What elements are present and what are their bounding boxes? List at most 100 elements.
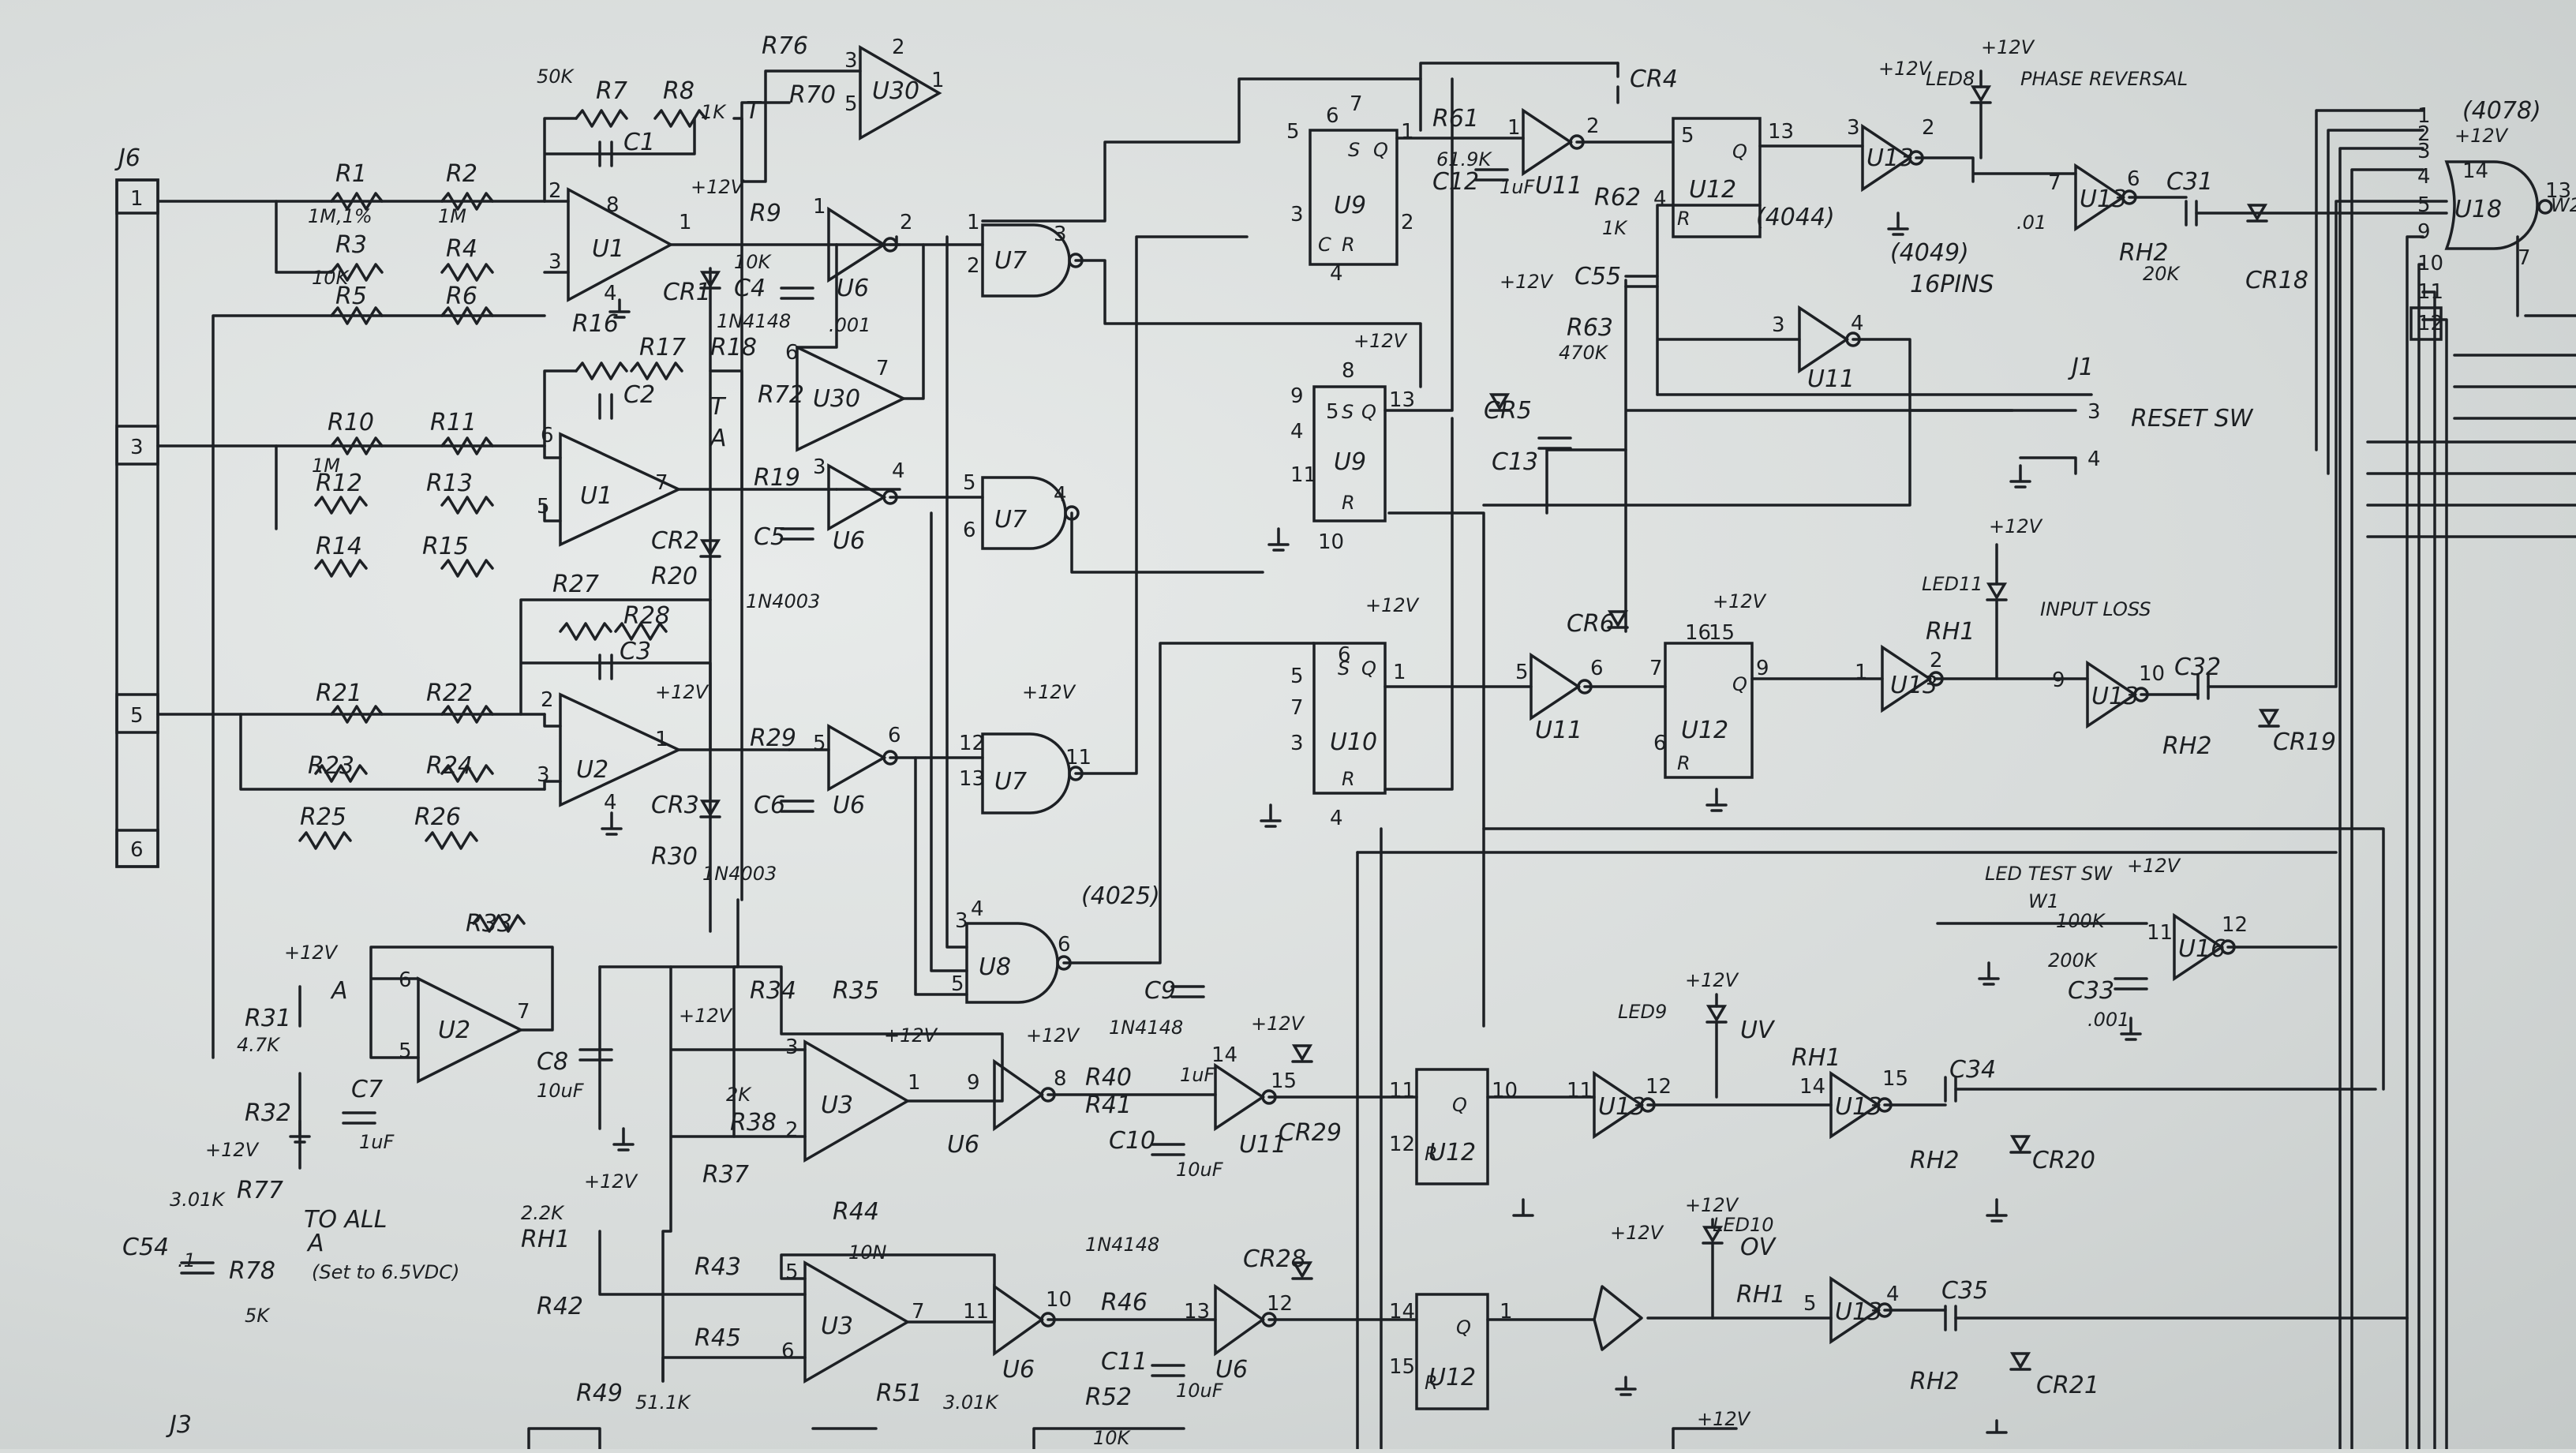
svg-text:15: 15 [1389, 1355, 1415, 1379]
svg-text:6: 6 [1326, 104, 1339, 128]
svg-text:12: 12 [1646, 1075, 1672, 1099]
svg-text:(4025): (4025) [1081, 882, 1160, 910]
svg-text:U12: U12 [1689, 176, 1736, 204]
value-rh2-a: 20K [2143, 263, 2181, 285]
net-label-rh2-b: RH2 [2162, 732, 2212, 760]
net-label-t-u30: T [746, 97, 762, 125]
svg-text:10: 10 [2139, 662, 2165, 686]
label-c12: C12 [1432, 168, 1479, 196]
value-r31: 4.7K [237, 1034, 281, 1056]
label-cr20: CR20 [2032, 1147, 2095, 1174]
inverter-u6-f: U6 13 12 [1184, 1283, 1293, 1384]
label-cr1: CR1 [663, 279, 711, 306]
label-r78: R78 [229, 1257, 275, 1285]
svg-text:U13: U13 [2091, 683, 2139, 710]
svg-text:Q: Q [1361, 657, 1376, 680]
led-symbols [1702, 69, 2008, 1320]
label-c31: C31 [2166, 168, 2213, 196]
svg-text:U6: U6 [947, 1131, 979, 1159]
label-r16: R16 [572, 310, 619, 338]
label-r11: R11 [430, 409, 477, 436]
ground-symbols [289, 212, 2142, 1434]
svg-text:U11: U11 [1807, 365, 1855, 393]
label-c11: C11 [1101, 1348, 1148, 1376]
svg-text:6: 6 [1338, 643, 1351, 667]
value-r52: 10K [1093, 1427, 1132, 1449]
svg-text:6: 6 [1590, 657, 1604, 680]
svg-text:R: R [1342, 768, 1355, 790]
inverter-u13-a: U13 3 2 [1847, 116, 1935, 193]
inverter-u13-g: U13 9 10 [2052, 660, 2165, 729]
net-label-rh2-d: RH2 [1910, 1368, 1960, 1395]
svg-text:U12: U12 [1428, 1139, 1476, 1167]
svg-text:9: 9 [967, 1071, 980, 1095]
connector-j1: J1 3 4 RESET SW [1908, 354, 2254, 475]
annotation-led10: LED10 [1713, 1214, 1774, 1236]
value-r61: 61.9K [1436, 148, 1492, 170]
svg-text:5: 5 [1326, 400, 1339, 424]
svg-text:4: 4 [1290, 420, 1304, 444]
inverter-u11-b: U11 3 4 [1772, 305, 1864, 393]
right-bus-lines [2315, 109, 2576, 1451]
svg-text:5: 5 [785, 1260, 799, 1284]
label-c4: C4 [734, 275, 766, 302]
j6-pin-6: 6 [130, 838, 144, 862]
net-label-rh1-a: RH1 [1792, 1044, 1841, 1072]
svg-text:S: S [1342, 401, 1354, 423]
svg-text:5: 5 [963, 471, 976, 495]
svg-text:6: 6 [2127, 167, 2140, 191]
net-label-v12-r45: +12V [679, 1005, 733, 1027]
j6-label: J6 [114, 144, 140, 172]
value-cr1: 1N4148 [717, 310, 791, 332]
j1-label: J1 [2068, 354, 2094, 381]
component-values: 50K 1K 1M,1% 1M 10K 1M 10K 1N4148 .001 1… [170, 66, 2181, 1449]
j1-reset-sw-label: RESET SW [2131, 405, 2254, 433]
label-c33: C33 [2068, 977, 2114, 1005]
label-cr18: CR18 [2245, 267, 2308, 294]
svg-text:5: 5 [1681, 124, 1694, 148]
svg-text:3: 3 [844, 49, 858, 73]
label-r25: R25 [300, 803, 346, 831]
svg-text:U6: U6 [1002, 1356, 1035, 1384]
svg-text:3: 3 [1290, 732, 1304, 755]
inverter-u13-e: U13 5 4 [1803, 1275, 1900, 1345]
svg-text:4: 4 [1330, 807, 1343, 830]
svg-text:1: 1 [1855, 661, 1868, 684]
svg-text:U8: U8 [979, 953, 1011, 981]
svg-text:10: 10 [1492, 1079, 1518, 1103]
opamp-u30a: U30 3 5 2 1 [844, 36, 945, 141]
label-cr2: CR2 [651, 527, 699, 555]
ic-u12-d: U12 14 15 1 Q R [1389, 1293, 1513, 1410]
label-r21: R21 [316, 680, 362, 707]
value-r38: 2K [726, 1084, 752, 1106]
svg-text:11: 11 [1290, 463, 1316, 487]
svg-text:2: 2 [1586, 114, 1600, 138]
svg-text:5: 5 [1803, 1292, 1817, 1316]
annotations: PHASE REVERSAL INPUT LOSS LED TEST SW W1… [1618, 68, 2188, 1236]
svg-text:4: 4 [1653, 187, 1667, 211]
svg-text:U10: U10 [1330, 728, 1377, 756]
label-r24: R24 [426, 752, 473, 780]
svg-text:3: 3 [785, 1035, 799, 1059]
svg-text:13: 13 [959, 767, 985, 791]
value-cr2: 1N4003 [746, 590, 820, 612]
label-r31: R31 [245, 1005, 291, 1032]
svg-text:7: 7 [2518, 246, 2531, 270]
svg-text:15: 15 [1271, 1069, 1297, 1093]
net-label-v12-led11: +12V [1989, 515, 2043, 537]
label-r5: R5 [335, 283, 367, 310]
label-cr4: CR4 [1630, 66, 1678, 93]
label-c34: C34 [1949, 1056, 1996, 1084]
label-r37: R37 [702, 1161, 749, 1189]
label-c32: C32 [2174, 653, 2221, 681]
svg-text:12: 12 [1267, 1292, 1293, 1316]
svg-text:7: 7 [876, 357, 889, 380]
net-label-v12-bottom: +12V [1697, 1408, 1751, 1430]
opamp-u2b: U2 6 5 7 [399, 968, 530, 1084]
label-r76: R76 [762, 32, 808, 60]
svg-text:4: 4 [604, 791, 617, 815]
connector-j6: J6 1 3 5 6 [114, 144, 159, 868]
inverter-u11-c: U11 5 6 [1515, 652, 1604, 744]
